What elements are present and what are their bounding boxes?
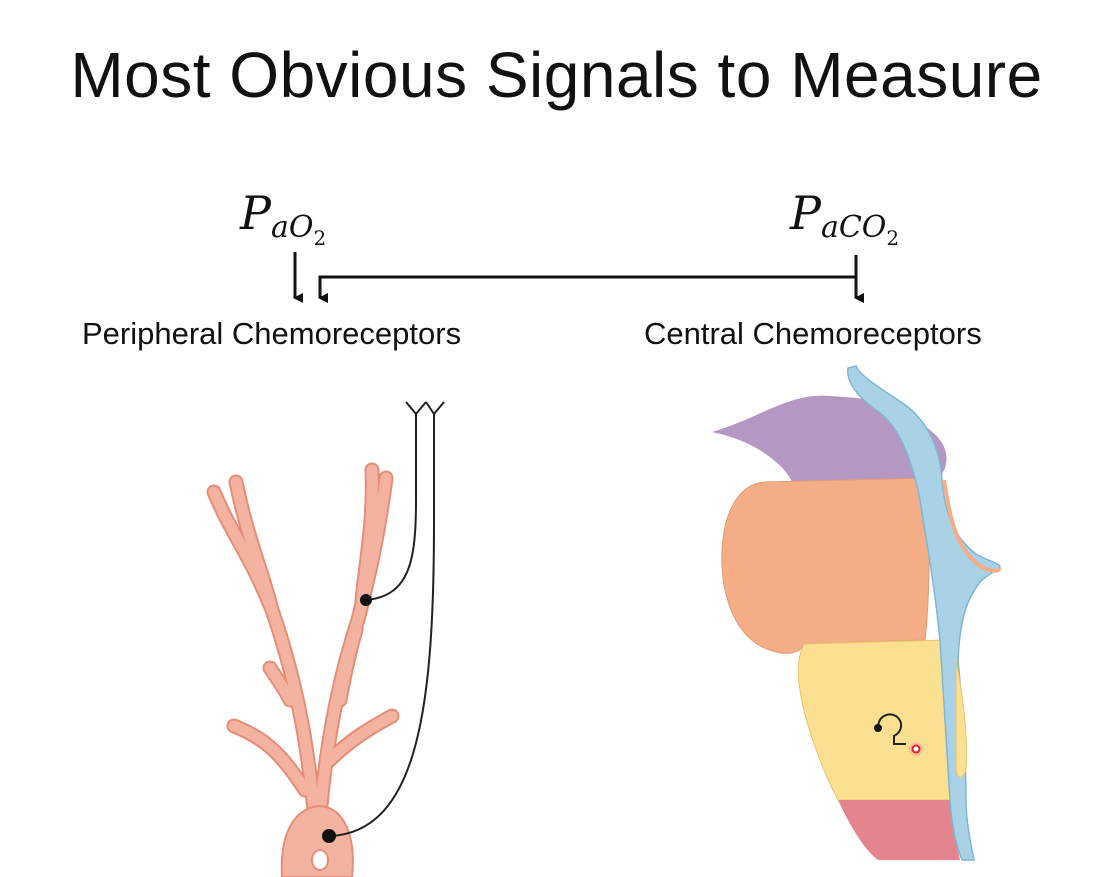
pao2-label: PaO2 [240,186,326,250]
medulla-region [797,639,951,801]
paco2-symbol: P [790,186,821,240]
brainstem-illustration [712,365,1002,861]
carotid-bulb [280,804,354,877]
paco2-label: PaCO2 [790,186,899,250]
paco2-subscript-number: 2 [886,226,900,250]
signal-arrows [293,252,864,303]
spinal-cord-region [838,800,960,860]
receptor-dot-upper [360,594,372,606]
nerve-fiber-lower [329,412,435,837]
paco2-subscript: aCO [820,210,887,245]
afferent-nerves [322,401,445,843]
cross-arrow [318,275,856,303]
carotid-vessel-illustration [206,462,400,877]
central-receptor-icon [877,713,906,745]
nerve-ending-1-icon [405,401,427,416]
nerve-ending-2-icon [425,401,445,416]
receptor-dot-lower [322,829,336,843]
pao2-subscript-number: 2 [313,226,327,250]
central-receptor-dot [874,724,882,732]
pons-region [721,477,930,654]
chemosensitive-site [911,744,921,754]
medulla-surface [955,659,968,778]
nerve-fiber-upper [365,412,417,601]
pao2-symbol: P [240,186,271,240]
cerebellum-edge [942,479,1002,573]
central-chemoreceptors-label: Central Chemoreceptors [644,316,982,351]
peripheral-chemoreceptors-label: Peripheral Chemoreceptors [82,316,462,351]
pao2-subscript: aO [270,210,314,245]
slide-title: Most Obvious Signals to Measure [70,39,1043,111]
